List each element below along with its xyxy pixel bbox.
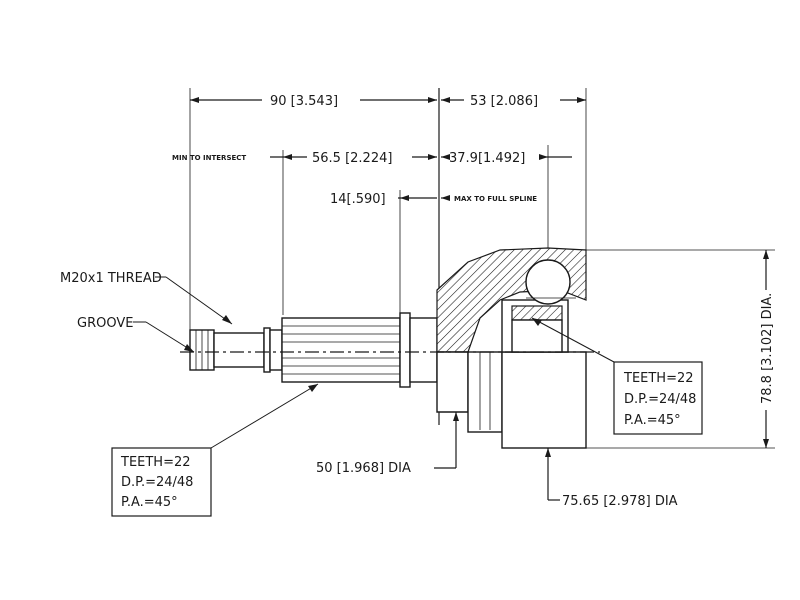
joint-housing xyxy=(436,247,587,449)
housing-dia-text: 75.65 [2.978] DIA xyxy=(562,494,678,509)
right-dp: D.P.=24/48 xyxy=(624,392,696,407)
left-teeth: TEETH=22 xyxy=(120,455,191,470)
min-to-intersect-label: MIN TO INTERSECT xyxy=(172,154,246,162)
dimension-spline-length: 14[.590] MAX TO FULL SPLINE xyxy=(330,190,537,316)
spline-lines xyxy=(282,325,400,375)
outer-dia-text: 78.8 [3.102] DIA. xyxy=(760,293,775,404)
right-teeth: TEETH=22 xyxy=(623,371,694,386)
right-pa: P.A.=45° xyxy=(624,413,681,428)
dimension-to-center: 37.9[1.492] xyxy=(441,145,572,260)
min-to-intersect-value: 56.5 [2.224] xyxy=(312,151,392,166)
dimension-joint-length: 53 [2.086] xyxy=(441,88,587,250)
dimension-overall-shaft: 90 [3.543] xyxy=(189,88,437,330)
spline-length-value: 14[.590] xyxy=(330,192,386,207)
dimension-overall-shaft-text: 90 [3.543] xyxy=(270,94,338,109)
groove-label: GROOVE xyxy=(77,316,133,331)
dimension-outer-dia: 78.8 [3.102] DIA. xyxy=(586,249,775,449)
spec-box-right: TEETH=22 D.P.=24/48 P.A.=45° xyxy=(531,317,703,435)
seal-dia-text: 50 [1.968] DIA xyxy=(316,461,411,476)
to-center-value: 37.9[1.492] xyxy=(449,151,525,166)
ball xyxy=(525,259,571,305)
dimension-min-to-intersect: MIN TO INTERSECT 56.5 [2.224] xyxy=(172,150,437,315)
max-full-spline-label: MAX TO FULL SPLINE xyxy=(454,195,537,203)
groove-callout: GROOVE xyxy=(77,316,195,353)
left-pa: P.A.=45° xyxy=(121,495,178,510)
left-dp: D.P.=24/48 xyxy=(121,475,193,490)
dimension-seal-dia: 50 [1.968] DIA xyxy=(316,412,459,476)
spec-box-left: TEETH=22 D.P.=24/48 P.A.=45° xyxy=(111,383,319,517)
stub-shaft xyxy=(189,312,438,388)
dimension-joint-length-text: 53 [2.086] xyxy=(470,94,538,109)
dimension-housing-dia: 75.65 [2.978] DIA xyxy=(545,448,678,509)
thread-label: M20x1 THREAD xyxy=(60,271,162,286)
thread-callout: M20x1 THREAD xyxy=(60,271,233,325)
